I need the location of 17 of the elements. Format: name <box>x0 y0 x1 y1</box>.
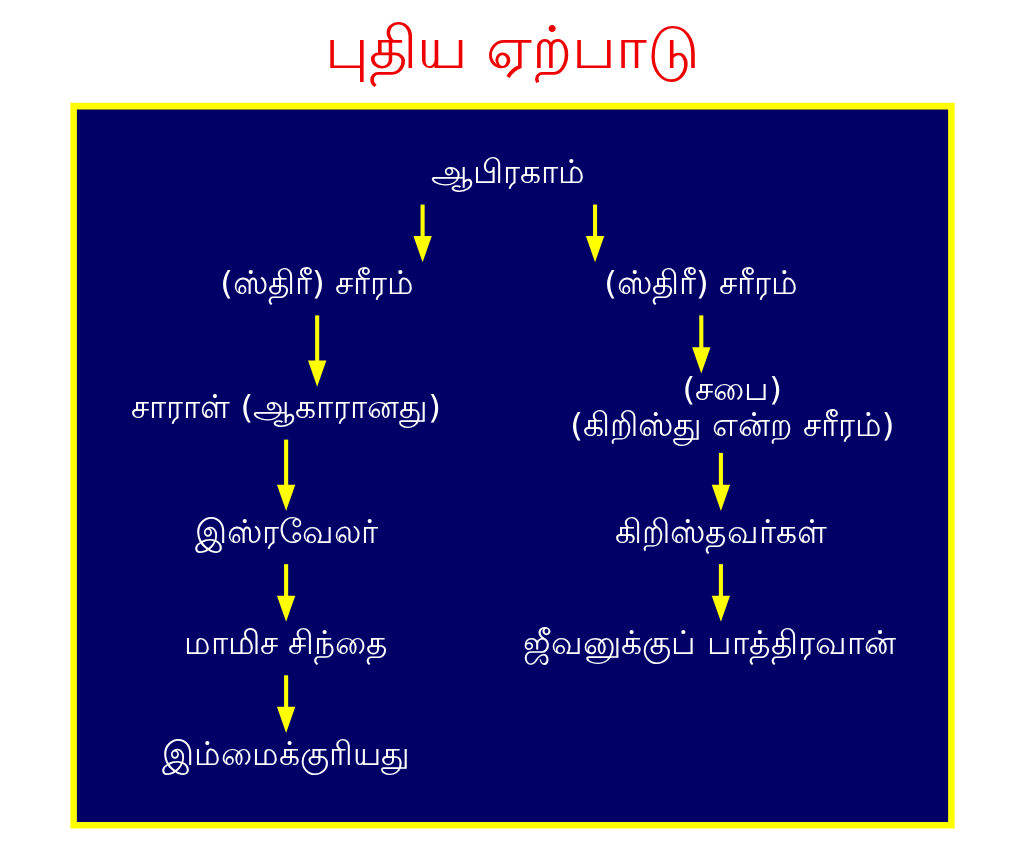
arrow <box>276 439 295 511</box>
arrow <box>276 564 295 622</box>
node-text: (ஸ்திரீ) சரீரம் <box>603 264 798 303</box>
arrow <box>412 204 432 263</box>
node-text: (சபை) (கிறிஸ்து என்ற சரீரம்) <box>569 370 894 445</box>
arrow <box>585 204 604 263</box>
arrow <box>691 315 710 374</box>
arrow <box>711 564 730 622</box>
node-text: இம்மைக்குரியது <box>161 734 410 773</box>
node-text: சாராள் (ஆகாரானது) <box>130 388 441 427</box>
node-text: ஆபிரகாம் <box>430 152 585 191</box>
arrow <box>711 452 730 512</box>
node-text: (ஸ்திரீ) சரீரம் <box>219 264 414 303</box>
cluster <box>69 102 955 829</box>
arrow <box>307 315 326 387</box>
node-text: இஸ்ரவேலர் <box>194 512 378 551</box>
arrow <box>276 675 295 733</box>
